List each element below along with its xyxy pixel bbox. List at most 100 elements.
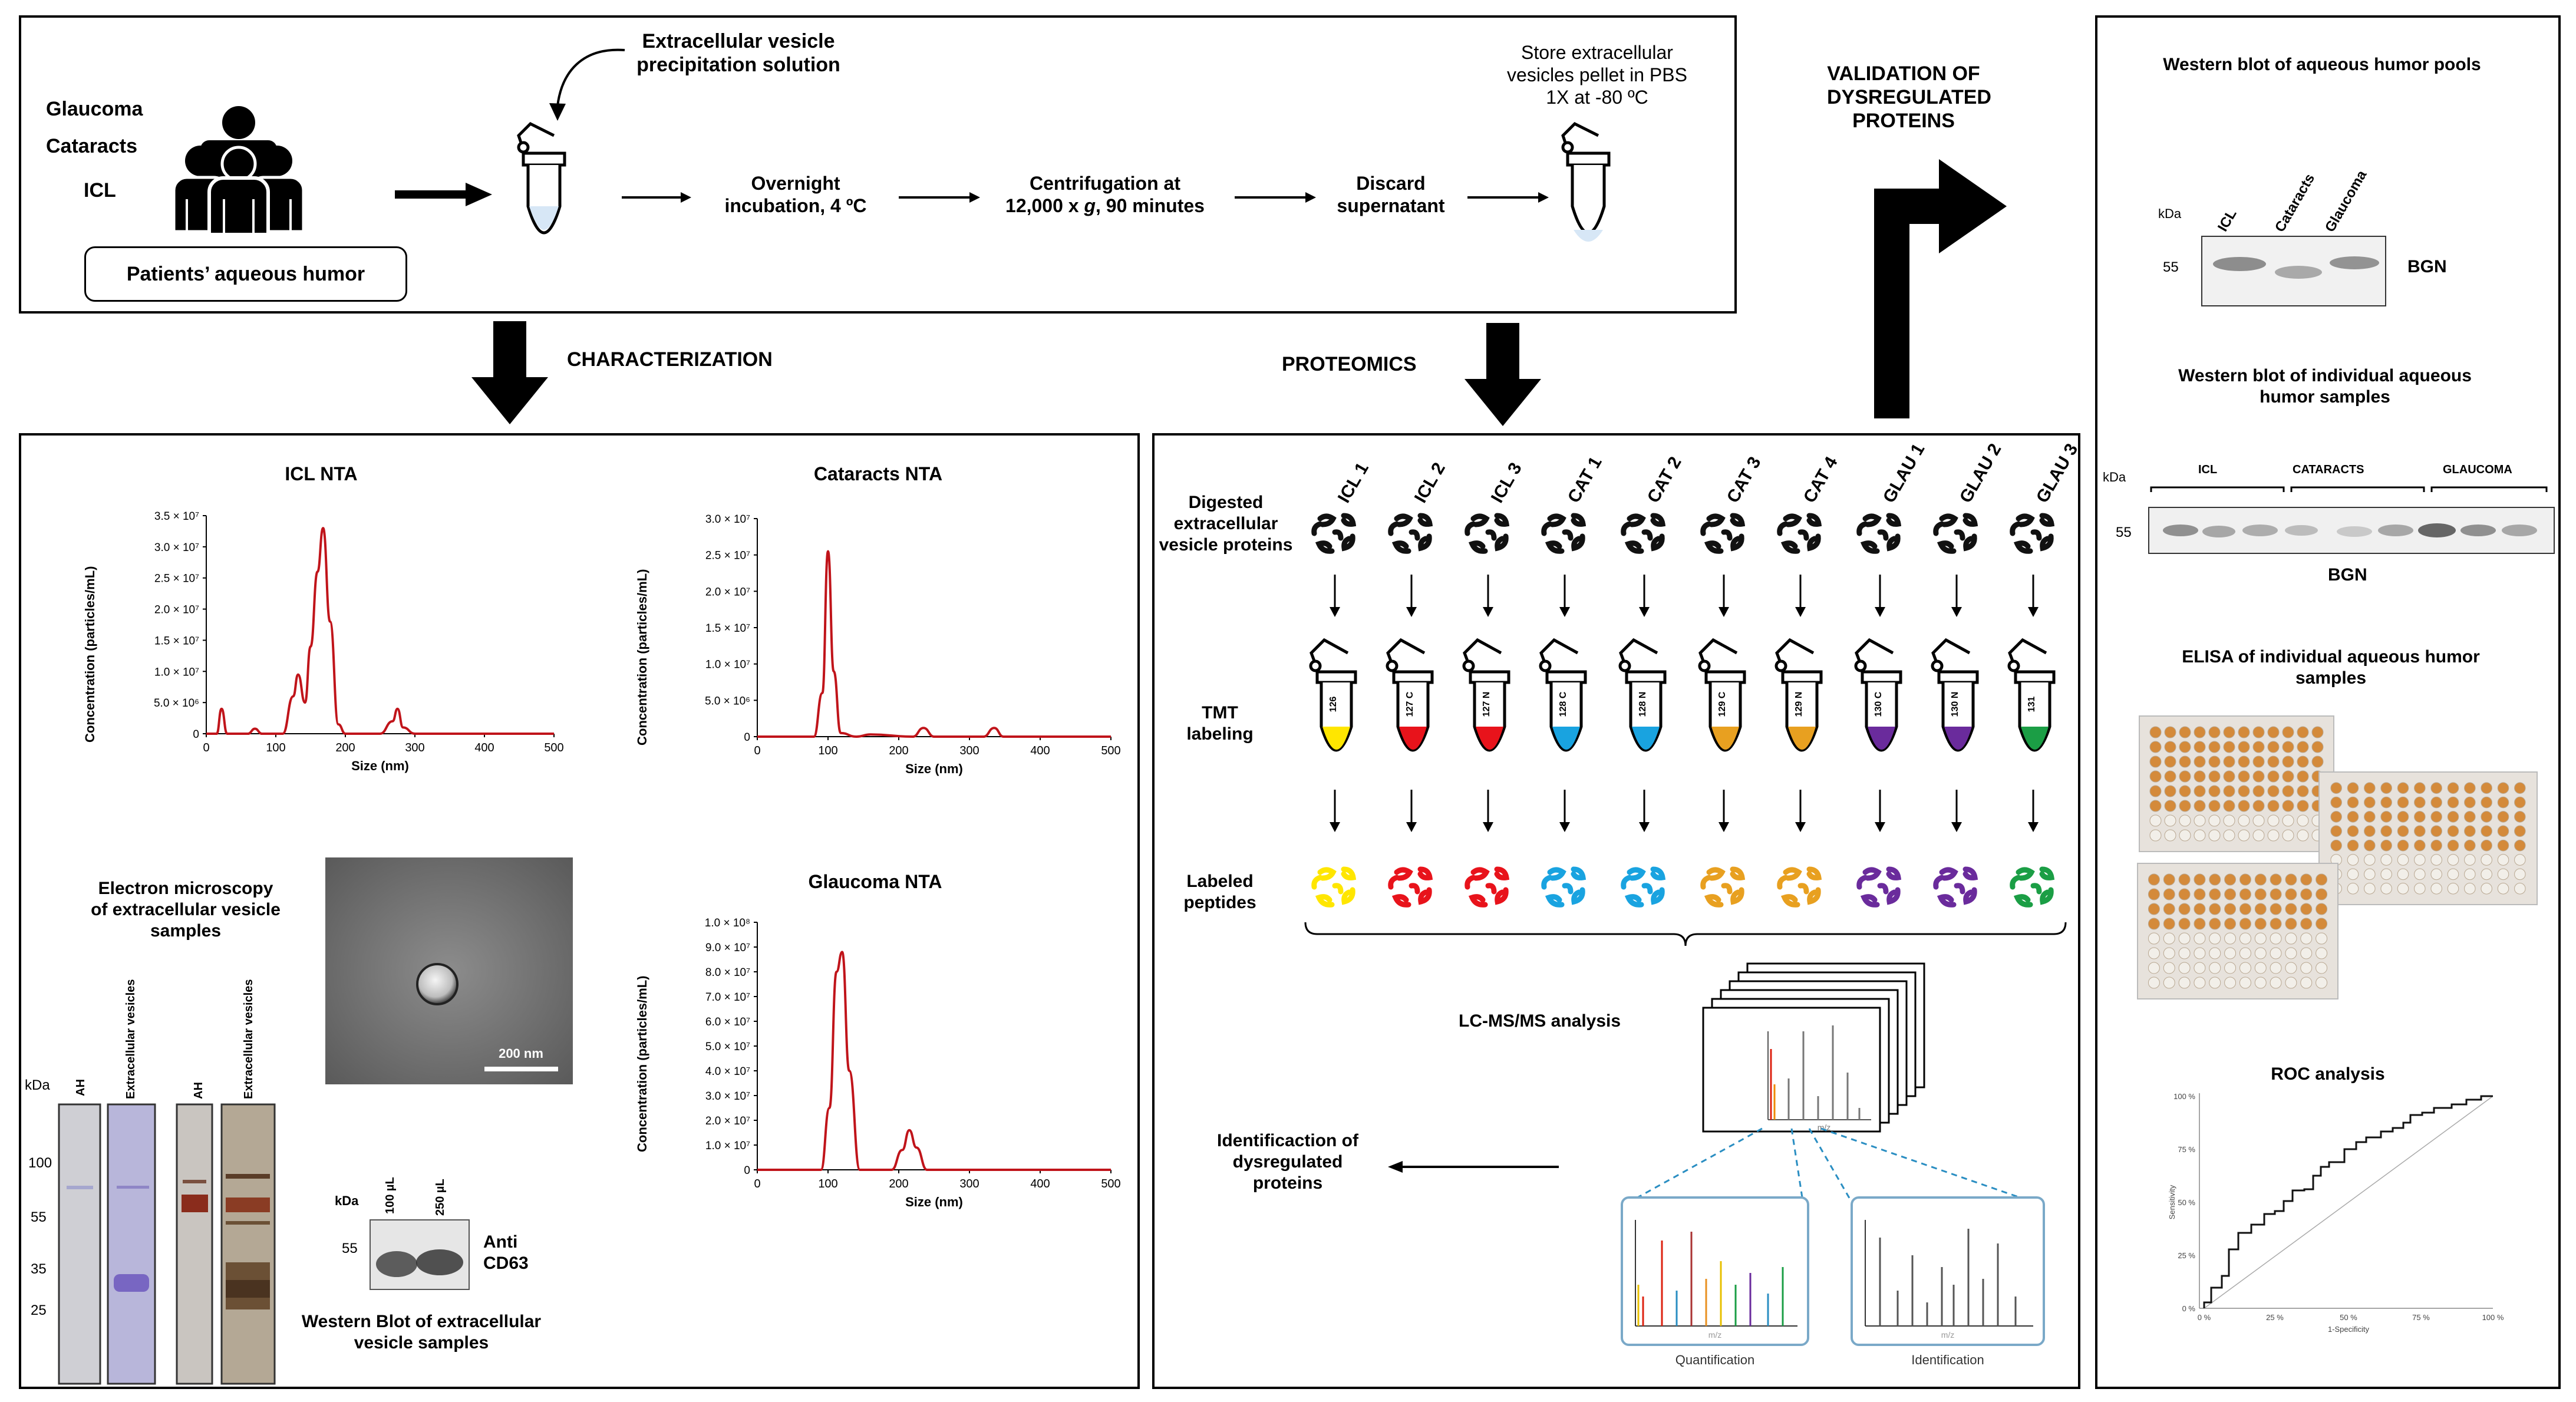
x-tick-label: 300 (405, 741, 424, 754)
glaucoma-nta-title: Glaucoma NTA (808, 871, 942, 892)
peptide-icon (1618, 510, 1671, 560)
em-title: Electron microscopy of extracellular ves… (91, 879, 281, 941)
ind-group-cataracts: CATARACTS (2293, 463, 2364, 476)
y-tick-label: 6.0 × 10⁷ (705, 1016, 750, 1028)
stack-mz-label: m/z (1818, 1123, 1831, 1132)
ind-marker-55: 55 (2116, 524, 2132, 540)
workflow-top-panel (19, 15, 1737, 314)
identification-spectrum: m/z Identification (1851, 1196, 2045, 1367)
precipitation-solution-label: Extracellular vesicle precipitation solu… (636, 30, 840, 76)
labeled-peptide-icon (1308, 863, 1361, 913)
lcms-spectra-stack: m/z (1702, 962, 1925, 1133)
bent-arrow-validation (1874, 159, 2007, 418)
quantification-spectrum: m/z Quantification (1621, 1196, 1809, 1367)
proteomics-label: PROTEOMICS (1282, 353, 1417, 375)
down-arrow-icon (1639, 575, 1650, 617)
peptide-icon (1853, 510, 1907, 560)
roc-xtick-25: 25 % (2266, 1313, 2284, 1322)
down-arrow-icon (1795, 575, 1806, 617)
svg-text:130 N: 130 N (1950, 692, 1960, 717)
labeled-peptide-icon (1930, 863, 1983, 913)
y-tick-label: 5.0 × 10⁶ (705, 695, 750, 707)
row-digested-label: Digested extracellular vesicle proteins (1159, 493, 1293, 555)
y-tick-label: 4.0 × 10⁷ (705, 1065, 750, 1078)
zoom-lines (1623, 1127, 2043, 1206)
characterization-label: CHARACTERIZATION (567, 348, 773, 371)
roc-xtick-0: 0 % (2198, 1313, 2211, 1322)
y-tick-label: 3.0 × 10⁷ (154, 542, 199, 554)
tmt-tube-icon: 129 C (1698, 638, 1746, 752)
down-arrow-characterization (471, 321, 548, 424)
wb-lane-100ul: 100 µL (384, 1177, 397, 1214)
gel-lane-ah-1: AH (74, 1079, 87, 1096)
x-tick-label: 400 (474, 741, 494, 754)
roc-xlabel: 1-Specificity (2328, 1325, 2370, 1334)
gel-lane-ev-1: Extracellular vesicles (124, 979, 137, 1099)
down-arrow-proteomics (1465, 323, 1541, 426)
lcms-label: LC-MS/MS analysis (1459, 1011, 1621, 1031)
glaucoma-ylabel: Concentration (particles/mL) (635, 975, 649, 1152)
down-arrow-icon (1719, 575, 1729, 617)
quant-mz-label: m/z (1708, 1330, 1722, 1340)
y-tick-label: 2.5 × 10⁷ (154, 573, 199, 585)
ind-group-glaucoma: GLAUCOMA (2443, 463, 2512, 476)
validation-label: VALIDATION OF DYSREGULATED PROTEINS (1827, 62, 1991, 132)
down-arrow-icon (1406, 790, 1417, 832)
arrow-left (1388, 1161, 1559, 1173)
peptide-icon (2007, 510, 2060, 560)
pool-kda-label: kDa (2158, 206, 2182, 221)
y-tick-label: 3.5 × 10⁷ (154, 510, 199, 523)
peptide-icon (1930, 510, 1983, 560)
svg-text:128 C: 128 C (1558, 691, 1568, 717)
arrow-right (622, 192, 691, 203)
tmt-tube-icon: 126 (1309, 638, 1357, 752)
y-tick-label: 7.0 × 10⁷ (705, 991, 750, 1004)
y-tick-label: 1.5 × 10⁷ (154, 635, 199, 647)
tube-icon (517, 121, 566, 235)
down-arrow-icon (1406, 575, 1417, 617)
wb-individual-title: Western blot of individual aqueous humor… (2178, 366, 2472, 407)
tmt-tube-icon: 130 C (1854, 638, 1902, 752)
roc-ylabel: Sensitivity (2168, 1185, 2176, 1219)
peptide-icon (1308, 510, 1361, 560)
down-arrow-icon (1330, 575, 1340, 617)
arrow-right (899, 192, 980, 203)
down-arrow-icon (2028, 575, 2039, 617)
step-discard-supernatant: Discard supernatant (1337, 173, 1445, 216)
y-tick-label: 5.0 × 10⁷ (705, 1041, 750, 1053)
x-tick-label: 400 (1030, 744, 1050, 757)
ind-kda-label: kDa (2103, 470, 2126, 484)
y-tick-label: 5.0 × 10⁶ (154, 697, 199, 710)
down-arrow-icon (1951, 575, 1962, 617)
tube-icon (1561, 121, 1611, 242)
cataracts-ylabel: Concentration (particles/mL) (635, 569, 649, 745)
elisa-plates-image (2137, 715, 2538, 999)
step-store-pellet: Store extracellular vesicles pellet in P… (1507, 42, 1687, 108)
down-arrow-icon (1795, 790, 1806, 832)
step-centrifugation: Centrifugation at 12,000 x g, 90 minutes (981, 172, 1229, 217)
centrifugation-time: , 90 minutes (1096, 195, 1205, 216)
y-tick-label: 3.0 × 10⁷ (705, 513, 750, 526)
gel-kda-label: kDa (25, 1077, 50, 1093)
quantification-label: Quantification (1675, 1352, 1755, 1367)
patients-icon (172, 106, 305, 236)
y-tick-label: 2.0 × 10⁷ (705, 1115, 750, 1127)
tmt-tube-icon: 129 N (1774, 638, 1823, 752)
svg-text:129 C: 129 C (1717, 691, 1727, 717)
down-arrow-icon (1875, 575, 1885, 617)
y-tick-label: 2.0 × 10⁷ (154, 604, 199, 616)
x-tick-label: 0 (754, 744, 760, 757)
labeled-peptide-icon (1385, 863, 1438, 913)
y-tick-label: 1.0 × 10⁸ (705, 917, 750, 929)
bracket (1304, 922, 2067, 946)
x-tick-label: 500 (1101, 1177, 1120, 1190)
labeled-peptide-icon (1774, 863, 1827, 913)
svg-text:131: 131 (2027, 697, 2037, 712)
down-arrow-icon (2028, 790, 2039, 832)
x-tick-label: 200 (889, 744, 908, 757)
elisa-title: ELISA of individual aqueous humor sample… (2182, 647, 2480, 688)
x-tick-label: 0 (203, 741, 209, 754)
icl-ylabel: Concentration (particles/mL) (83, 566, 97, 743)
ind-protein-label: BGN (2328, 565, 2367, 585)
labeled-peptide-icon (1538, 863, 1591, 913)
